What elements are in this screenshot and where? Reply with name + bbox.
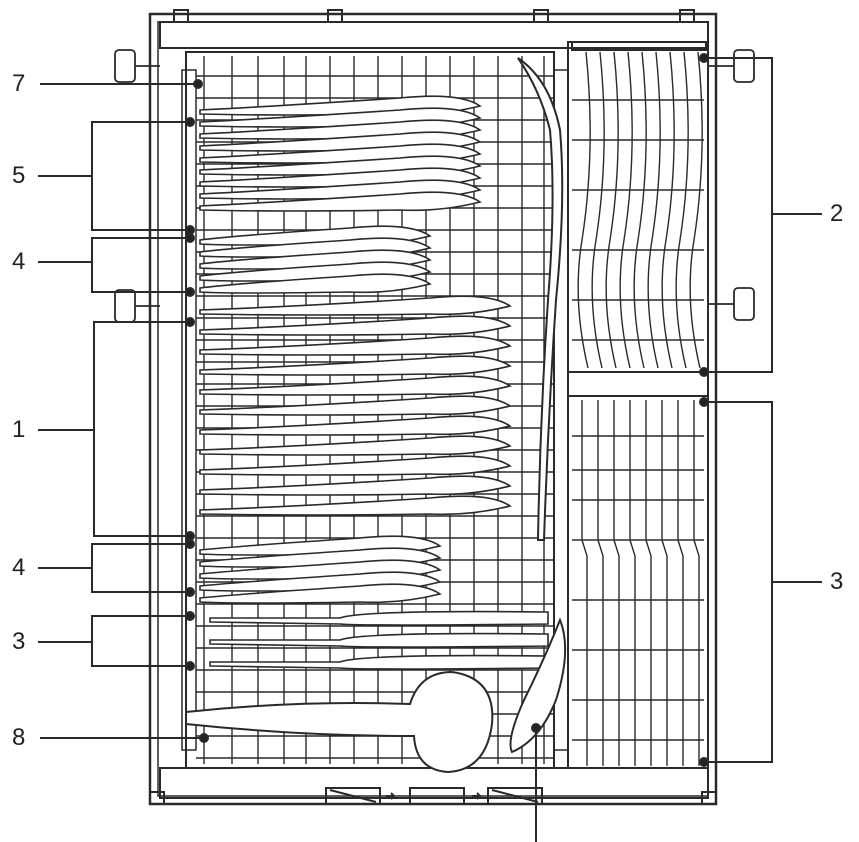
holder-slot bbox=[693, 400, 700, 766]
holder-tine bbox=[689, 51, 703, 369]
callout-7: 7 bbox=[12, 70, 26, 97]
callout-5: 5 bbox=[12, 162, 26, 189]
callout-4-upper: 4 bbox=[12, 248, 26, 275]
holder-tine bbox=[647, 51, 661, 369]
knife bbox=[209, 610, 549, 626]
right-utensil-holders bbox=[567, 41, 709, 769]
fork bbox=[199, 273, 432, 294]
callout-8: 8 bbox=[12, 724, 26, 751]
holder-slot bbox=[597, 400, 604, 766]
fork bbox=[199, 355, 512, 376]
callout-leaders bbox=[38, 53, 822, 842]
callout-3-left: 3 bbox=[12, 628, 26, 655]
fork bbox=[199, 335, 512, 356]
fork bbox=[199, 455, 512, 476]
serving-spoon bbox=[509, 617, 567, 754]
cutlery-items bbox=[199, 95, 549, 670]
callout-2: 2 bbox=[830, 200, 844, 227]
holder-slot bbox=[629, 400, 636, 766]
ladle bbox=[185, 670, 494, 774]
fork bbox=[199, 375, 512, 396]
holder-tine bbox=[591, 51, 605, 369]
holder-slot bbox=[645, 400, 652, 766]
fork bbox=[199, 435, 512, 456]
fork bbox=[199, 475, 512, 496]
holder-slot bbox=[677, 400, 684, 766]
fork bbox=[199, 583, 442, 604]
holder-tine bbox=[633, 51, 647, 369]
callout-1: 1 bbox=[12, 416, 26, 443]
fork bbox=[199, 191, 482, 212]
fork bbox=[199, 395, 512, 416]
knife bbox=[209, 654, 549, 670]
holder-tine bbox=[577, 51, 591, 369]
holder-slot bbox=[581, 400, 588, 766]
knife bbox=[209, 632, 549, 648]
fork bbox=[199, 415, 512, 436]
holder-tine bbox=[675, 51, 689, 369]
holder-slot bbox=[613, 400, 620, 766]
long-utensil bbox=[517, 57, 564, 541]
holder-slot bbox=[661, 400, 668, 766]
callout-4-lower: 4 bbox=[12, 554, 26, 581]
callout-3-right: 3 bbox=[830, 568, 844, 595]
slide-direction-indicator bbox=[325, 787, 543, 805]
fork bbox=[199, 495, 512, 516]
fork bbox=[199, 315, 512, 336]
holder-tine bbox=[619, 51, 633, 369]
fork bbox=[199, 295, 512, 316]
holder-tine bbox=[605, 51, 619, 369]
holder-tine bbox=[661, 51, 675, 369]
